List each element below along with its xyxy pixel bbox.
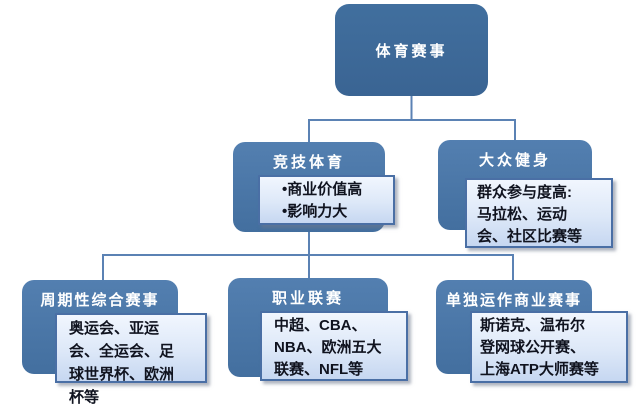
detail-line: 杯等 xyxy=(69,389,100,406)
detail-line: 会、社区比赛等 xyxy=(477,228,583,245)
detail-line: 球世界杯、欧洲 xyxy=(69,366,175,383)
detail-line: 联赛、NFL等 xyxy=(274,361,364,378)
detail-line: 马拉松、运动 xyxy=(477,206,568,223)
detail-line: 中超、CBA、 xyxy=(274,317,367,334)
node-periodic-comprehensive-events-label: 周期性综合赛事 xyxy=(40,292,160,309)
detail-periodic-comprehensive-events: 奥运会、亚运 会、全运会、足 球世界杯、欧洲 杯等 xyxy=(55,313,207,406)
detail-competitive-sports: •商业价值高 •影响力大 xyxy=(258,175,395,225)
detail-line: NBA、欧洲五大 xyxy=(274,339,382,356)
detail-line: 登网球公开赛、 xyxy=(480,339,586,356)
node-competitive-sports-label: 竞技体育 xyxy=(272,154,345,171)
node-sports-events-label: 体育赛事 xyxy=(375,42,448,60)
detail-line: 会、全运会、足 xyxy=(69,343,175,360)
detail-line: 上海ATP大师赛等 xyxy=(480,361,599,378)
detail-professional-leagues: 中超、CBA、 NBA、欧洲五大 联赛、NFL等 xyxy=(260,311,408,381)
node-professional-leagues-label: 职业联赛 xyxy=(271,290,344,307)
detail-line: 奥运会、亚运 xyxy=(69,320,160,337)
node-independent-commercial-events-label: 单独运作商业赛事 xyxy=(445,292,582,309)
detail-line: 群众参与度高: xyxy=(477,184,572,201)
node-sports-events: 体育赛事 xyxy=(335,4,488,96)
detail-line: •影响力大 xyxy=(282,203,348,220)
detail-line: 斯诺克、温布尔 xyxy=(480,317,586,334)
detail-independent-commercial-events: 斯诺克、温布尔 登网球公开赛、 上海ATP大师赛等 xyxy=(470,311,628,383)
detail-line: •商业价值高 xyxy=(282,181,363,198)
node-mass-fitness-label: 大众健身 xyxy=(478,152,551,169)
detail-mass-fitness: 群众参与度高: 马拉松、运动 会、社区比赛等 xyxy=(465,178,613,248)
